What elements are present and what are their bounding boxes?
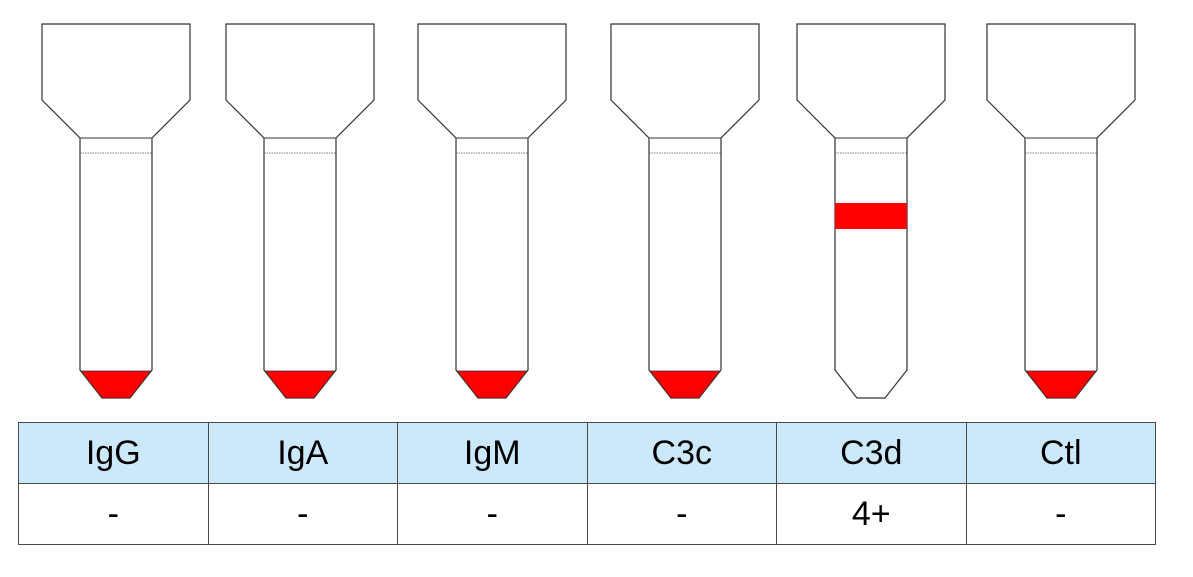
result-cell-igm: - bbox=[397, 483, 588, 545]
result-cell-igg: - bbox=[18, 483, 209, 545]
result-cell-ctl: - bbox=[965, 483, 1156, 545]
results-table: IgG IgA IgM C3c C3d Ctl - - - - 4+ - bbox=[18, 422, 1156, 545]
tube-outline bbox=[41, 23, 191, 399]
tube-c3d bbox=[796, 23, 946, 399]
cell-button bbox=[456, 370, 528, 399]
tube-igm bbox=[417, 23, 567, 399]
result-row: - - - - 4+ - bbox=[18, 483, 1156, 545]
tube-outline bbox=[417, 23, 567, 399]
result-cell-c3d: 4+ bbox=[776, 483, 967, 545]
header-cell-c3c: C3c bbox=[586, 422, 777, 484]
header-cell-ctl: Ctl bbox=[965, 422, 1156, 484]
agglutination-band bbox=[835, 203, 907, 229]
antibody-header-row: IgG IgA IgM C3c C3d Ctl bbox=[18, 422, 1156, 484]
cell-button bbox=[1025, 370, 1097, 399]
result-cell-iga: - bbox=[207, 483, 398, 545]
tube-ctl bbox=[986, 23, 1136, 399]
cell-button bbox=[264, 370, 336, 399]
cell-button bbox=[80, 370, 152, 399]
tube-outline bbox=[986, 23, 1136, 399]
cell-button bbox=[649, 370, 721, 399]
tube-iga bbox=[225, 23, 375, 399]
tube-igg bbox=[41, 23, 191, 399]
tube-outline bbox=[610, 23, 760, 399]
tube-outline bbox=[225, 23, 375, 399]
tube-c3c bbox=[610, 23, 760, 399]
result-cell-c3c: - bbox=[586, 483, 777, 545]
header-cell-iga: IgA bbox=[207, 422, 398, 484]
header-cell-igm: IgM bbox=[397, 422, 588, 484]
header-cell-c3d: C3d bbox=[776, 422, 967, 484]
header-cell-igg: IgG bbox=[18, 422, 209, 484]
